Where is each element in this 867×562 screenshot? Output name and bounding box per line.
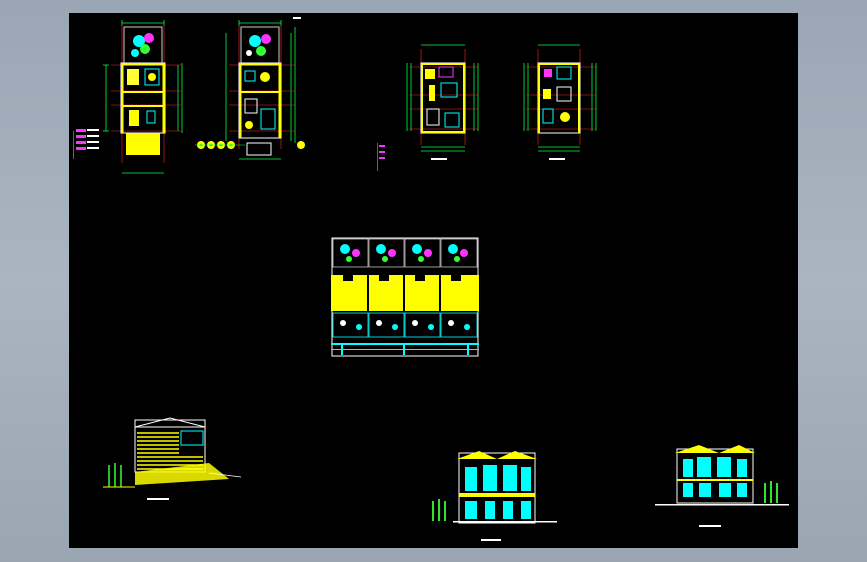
- side-elevation[interactable]: [103, 417, 242, 500]
- row-house-plan[interactable]: [331, 237, 479, 357]
- rear-elevation[interactable]: [655, 445, 789, 527]
- cad-drawing-sheet: [73, 17, 789, 541]
- floor-plan-2[interactable]: [195, 17, 305, 160]
- cad-model-space[interactable]: [69, 13, 798, 548]
- front-elevation[interactable]: [432, 451, 557, 541]
- floor-plan-3[interactable]: [377, 44, 479, 171]
- floor-plan-4[interactable]: [523, 44, 597, 160]
- floor-plan-1[interactable]: [73, 20, 183, 174]
